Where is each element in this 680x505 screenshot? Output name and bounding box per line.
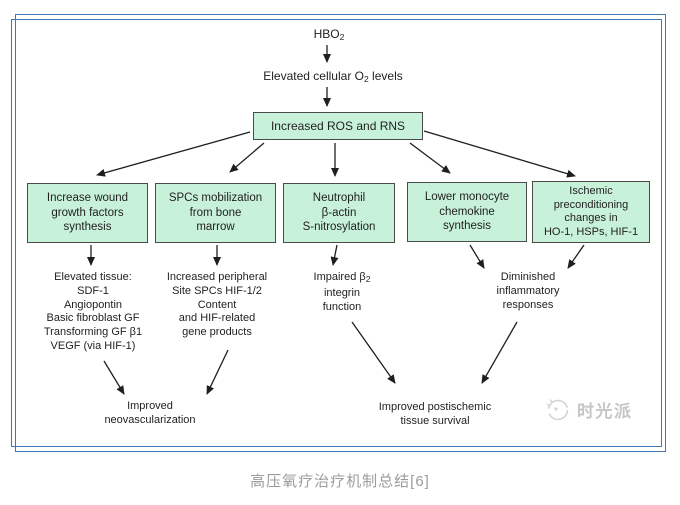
block-line: inflammatory [496,284,560,297]
box-label: Increased ROS and RNS [270,119,406,133]
box-line: HO-1, HSPs, HIF-1 [543,225,639,238]
node-hbo2: HBO2 [289,27,369,44]
block-line-subscript: 2 [365,274,371,284]
node-elevated-subscript: 2 [363,74,369,84]
box-line: β-actin [321,206,357,219]
outcome-postischemic-survival: Improved postischemic tissue survival [367,401,503,429]
figure-caption: 高压氧疗治疗机制总结[6] [250,473,430,490]
node-elevated-text: Elevated cellular O [263,69,364,83]
block-line: gene products [182,326,252,339]
block-line: Angiopontin [63,298,123,311]
block-line: Increased peripheral [166,271,268,283]
block-diminished-inflammatory: Diminished inflammatory responses [485,271,571,312]
block-line: and HIF-related [178,312,256,325]
watermark-text: 时光派 [577,402,633,421]
box-line: Neutrophil [312,192,366,205]
block-line: Content [197,298,237,311]
block-line: Diminished [500,271,556,283]
outcome-line: Improved postischemic [378,401,492,413]
box-line: growth factors [51,206,124,219]
block-line: SDF-1 [77,284,109,297]
node-hbo2-subscript: 2 [339,32,345,42]
box-lower-monocyte-chemokine: Lower monocyte chemokine synthesis [407,182,527,242]
outcome-line: tissue survival [400,414,470,427]
box-ischemic-preconditioning: Ischemic preconditioning changes in HO-1… [532,181,650,243]
block-line: function [322,300,362,313]
block-increased-peripheral-spcs: Increased peripheral Site SPCs HIF-1/2 C… [154,271,280,340]
node-elevated-o2: Elevated cellular O2 levels [248,69,418,86]
box-line: Ischemic [569,185,613,197]
block-elevated-tissue-factors: Elevated tissue: SDF-1 Angiopontin Basic… [30,271,156,354]
box-increased-ros-rns: Increased ROS and RNS [253,112,423,140]
box-line: Increase wound [46,192,129,205]
clock-logo-icon [546,399,569,421]
block-line: VEGF (via HIF-1) [50,339,136,352]
box-neutrophil-nitrosylation: Neutrophil β-actin S-nitrosylation [283,183,395,243]
box-line: from bone [189,206,242,219]
box-line: Lower monocyte [424,191,510,204]
block-line-text: Impaired β [313,271,366,283]
block-impaired-integrin: Impaired β2 integrin function [299,271,385,314]
box-line: preconditioning [553,198,629,211]
box-wound-growth-factors: Increase wound growth factors synthesis [27,183,148,243]
box-line: changes in [564,212,618,224]
inner-frame-border [11,19,662,447]
block-line: integrin [323,286,361,299]
block-line: Elevated tissue: [54,271,132,283]
block-line: Site SPCs HIF-1/2 [172,284,262,297]
block-line: Basic fibroblast GF [46,312,140,325]
outer-frame-border [15,14,666,452]
block-line: responses [502,298,554,311]
box-line: chemokine [439,205,495,218]
box-line: synthesis [63,221,112,234]
node-hbo2-text: HBO [313,27,340,41]
box-line: SPCs mobilization [168,192,263,205]
watermark: 时光派 [544,396,633,423]
block-line: Impaired β2 [299,271,385,287]
outcome-line: Improved [127,400,173,412]
outcome-improved-neovascularization: Improved neovascularization [88,400,212,428]
node-elevated-text-post: levels [368,69,403,83]
box-spcs-mobilization: SPCs mobilization from bone marrow [155,183,276,243]
box-line: S-nitrosylation [302,221,376,234]
box-line: synthesis [443,220,491,233]
block-line: Transforming GF β1 [43,326,143,339]
outcome-line: neovascularization [104,413,196,426]
box-line: marrow [196,221,235,234]
